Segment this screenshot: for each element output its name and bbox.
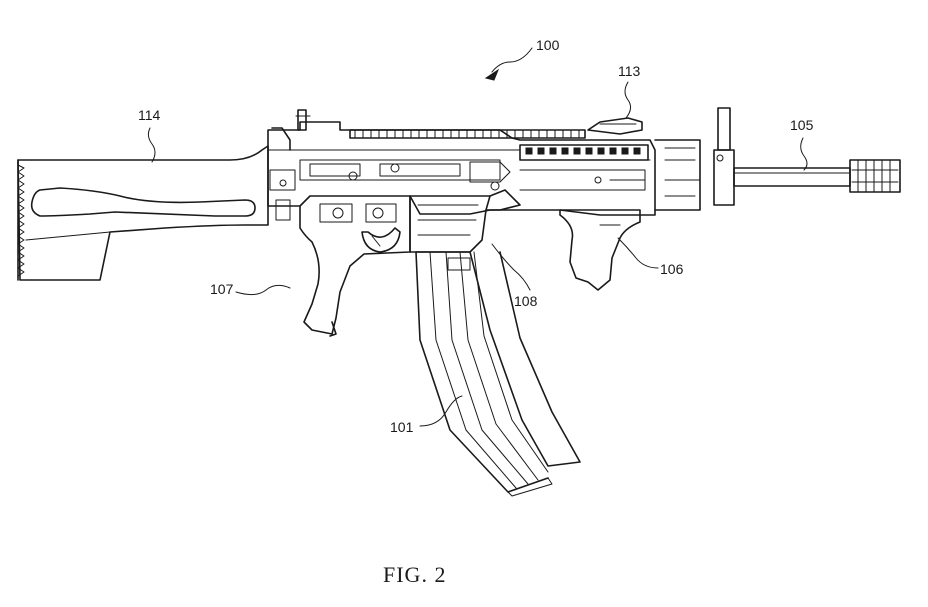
charging-handle xyxy=(587,117,643,135)
leader-lines xyxy=(147,47,808,427)
leader-107 xyxy=(235,284,291,296)
leader-106 xyxy=(617,237,659,269)
ref-101: 101 xyxy=(390,419,414,435)
leader-114 xyxy=(147,127,156,163)
arrowhead-100 xyxy=(484,68,500,81)
front-sight xyxy=(654,107,735,211)
flash-hider xyxy=(849,159,901,193)
leader-105 xyxy=(800,137,808,171)
leader-101 xyxy=(419,395,463,427)
barrel xyxy=(733,167,851,187)
leader-113 xyxy=(624,81,632,119)
ref-107: 107 xyxy=(210,281,234,297)
figure-caption: FIG. 2 xyxy=(383,562,446,587)
foregrip xyxy=(559,209,641,291)
ref-100: 100 xyxy=(536,37,560,53)
buttstock-ridges xyxy=(17,164,25,277)
ref-114: 114 xyxy=(138,107,161,123)
stock xyxy=(17,145,269,281)
leader-108 xyxy=(491,243,531,291)
magazine-well xyxy=(409,189,521,253)
magazine xyxy=(415,251,581,497)
leader-100 xyxy=(491,47,533,73)
top-rail xyxy=(349,129,649,161)
ref-106: 106 xyxy=(660,261,684,277)
ref-105: 105 xyxy=(790,117,814,133)
ref-108: 108 xyxy=(514,293,538,309)
pistol-grip xyxy=(299,195,411,337)
ref-113: 113 xyxy=(618,63,641,79)
